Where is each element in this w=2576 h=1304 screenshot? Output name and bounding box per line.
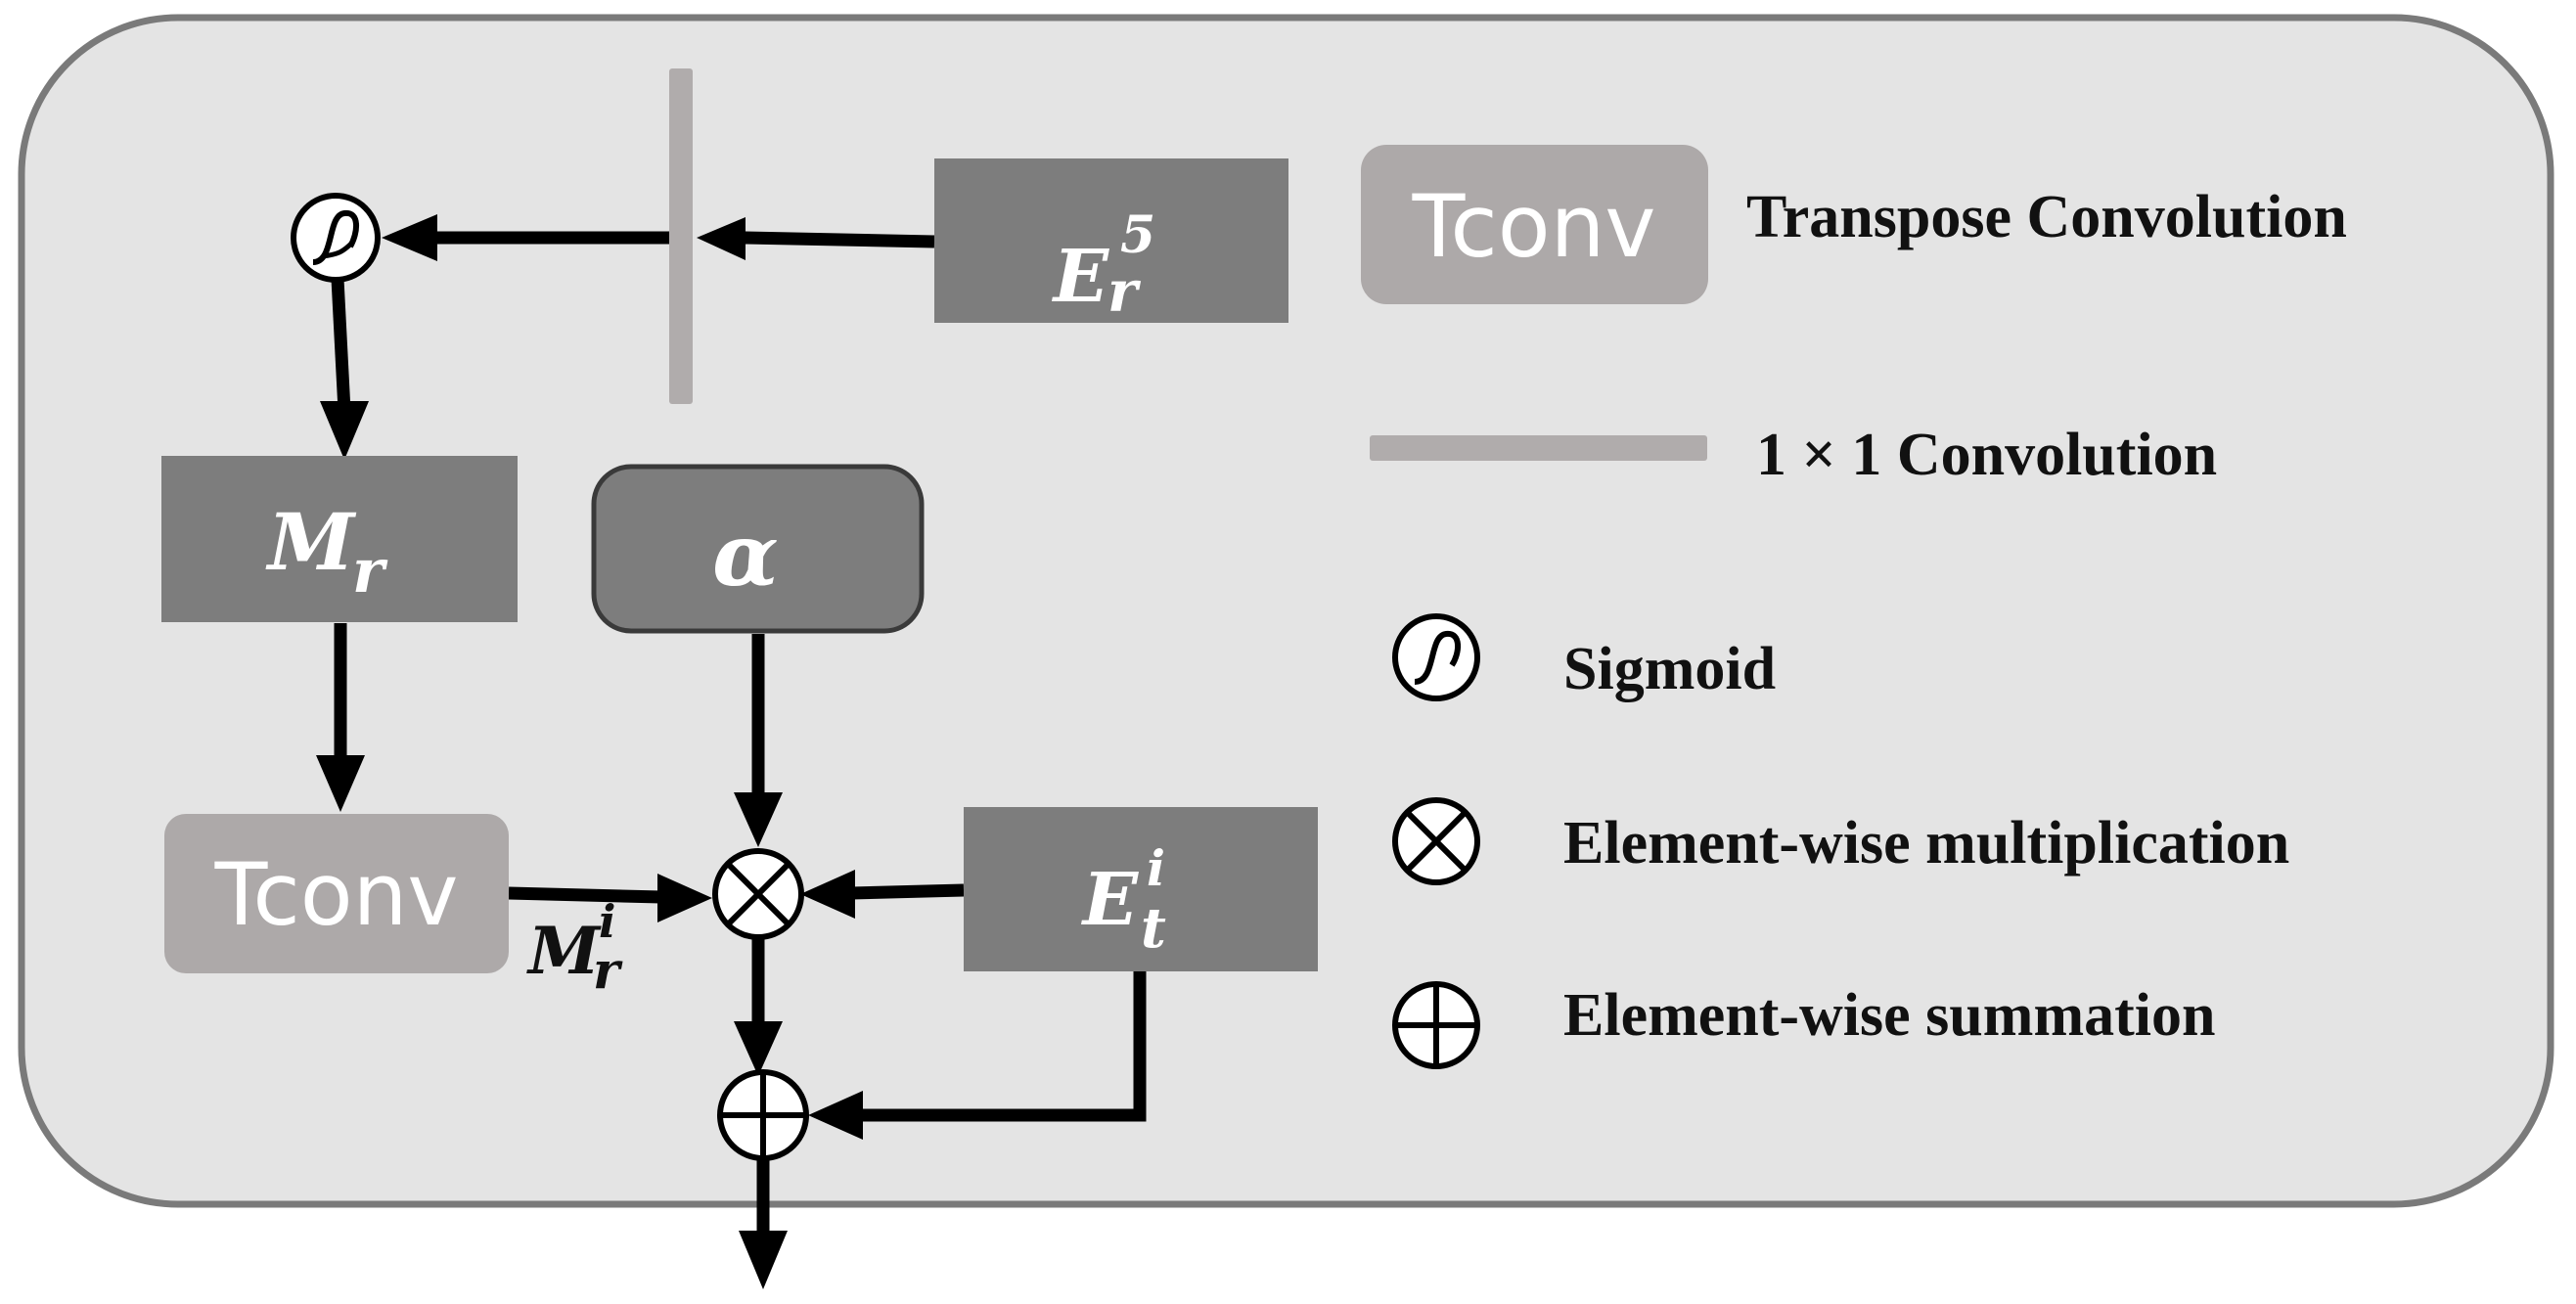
legend-conv1x1-symbol <box>1370 435 1707 461</box>
line-er5-to-conv <box>743 231 935 248</box>
block-eti-sub: t <box>1141 896 1166 961</box>
block-eti: E i t <box>964 807 1318 971</box>
block-er5-sup: 5 <box>1120 205 1155 265</box>
multiply-node <box>712 848 804 940</box>
block-er5-label: E <box>1052 235 1110 319</box>
legend-sigmoid-label: Sigmoid <box>1563 636 1776 702</box>
arrowhead-output <box>739 1231 788 1289</box>
legend-multiply-cross-b <box>1404 809 1469 874</box>
label-mri-sup: i <box>599 895 615 948</box>
block-eti-box <box>964 807 1318 971</box>
arrowhead-eti-into-mult <box>800 870 855 919</box>
legend-sigmoid-curve <box>1414 630 1461 685</box>
legend-tconv-symbol-box <box>1361 145 1708 304</box>
connections <box>331 231 1147 1233</box>
block-eti-label: E <box>1081 858 1140 942</box>
block-tconv-label: Tconv <box>214 844 459 945</box>
block-er5: E 5 r <box>934 158 1288 325</box>
multiply-cross-b <box>725 861 791 927</box>
arrowhead-alpha-into-mult <box>734 792 783 847</box>
sigmoid-circle <box>291 193 381 283</box>
block-tconv: Tconv <box>164 814 509 973</box>
line-eti-to-sum <box>861 971 1147 1122</box>
block-er5-sub: r <box>1107 258 1142 325</box>
outer-panel <box>18 14 2554 1208</box>
arrowhead-into-sigmoid <box>382 214 437 261</box>
arrowhead-eti-into-sum <box>808 1091 863 1140</box>
line-eti-to-mult <box>850 883 965 900</box>
arrowhead-into-tconv <box>316 755 365 812</box>
block-alpha-label: α <box>712 504 779 606</box>
block-tconv-box <box>164 814 509 973</box>
arrowhead-mult-into-sum <box>734 1021 783 1076</box>
arrowhead-into-conv <box>697 217 746 260</box>
arrowheads <box>316 214 863 1289</box>
label-mri: M i r <box>526 895 623 1001</box>
block-mr-box <box>161 456 518 622</box>
arrowhead-tconv-into-mult <box>657 874 712 922</box>
line-tconv-to-mult <box>508 886 662 904</box>
block-alpha-box <box>591 464 925 634</box>
legend-tconv-symbol-label: Tconv <box>1412 176 1656 277</box>
legend: Tconv Transpose Convolution 1 × 1 Convol… <box>1361 145 2347 1069</box>
sum-node <box>717 1069 809 1161</box>
sigmoid-curve-tail <box>322 241 354 259</box>
block-mr-label: M <box>265 496 357 588</box>
block-eti-sup: i <box>1147 839 1165 897</box>
legend-transpose-conv-label: Transpose Convolution <box>1746 184 2347 250</box>
sigmoid-node <box>291 193 381 283</box>
conv1x1-bar <box>669 68 693 404</box>
label-mri-sub: r <box>593 941 623 1001</box>
block-alpha: α <box>591 464 925 634</box>
legend-conv1x1-label: 1 × 1 Convolution <box>1756 422 2217 488</box>
legend-sigmoid-circle <box>1392 613 1480 701</box>
legend-multiply-label: Element-wise multiplication <box>1563 810 2289 877</box>
block-er5-box <box>934 158 1288 323</box>
line-sigmoid-to-mr <box>331 278 351 412</box>
arrowhead-into-mr <box>320 401 369 460</box>
block-mr-sub: r <box>352 535 388 607</box>
block-mr: M r <box>161 456 518 622</box>
label-mri-base: M <box>526 913 602 989</box>
legend-sum-label: Element-wise summation <box>1563 982 2215 1049</box>
